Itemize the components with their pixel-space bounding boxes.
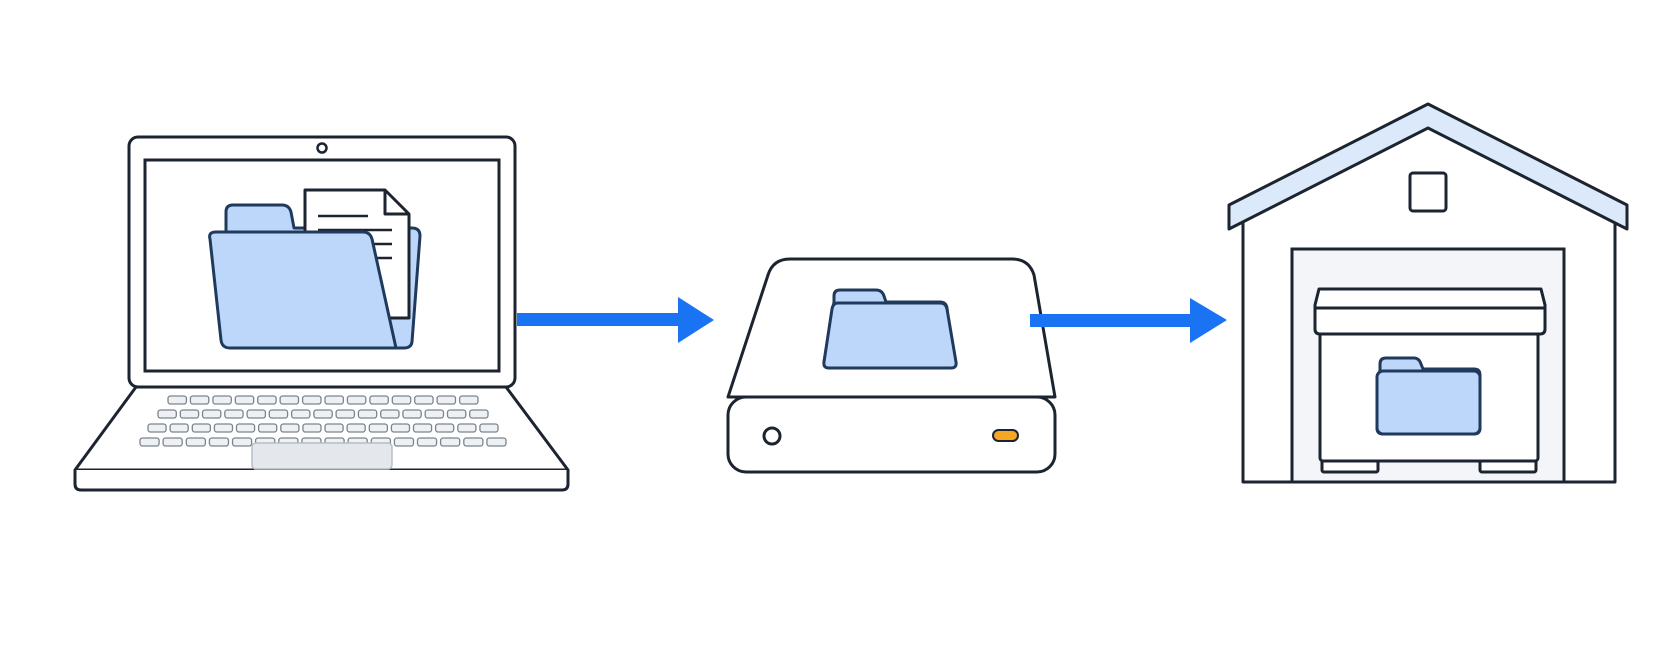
keyboard-key: [486, 437, 507, 447]
keyboard-key: [191, 423, 212, 433]
keyboard-key: [380, 409, 400, 419]
keyboard-key: [390, 423, 411, 433]
keyboard-key: [301, 395, 322, 405]
keyboard-key: [162, 437, 183, 447]
keyboard-key: [346, 423, 366, 433]
keyboard-key: [313, 409, 333, 419]
keyboard-key: [290, 409, 311, 419]
keyboard-key: [457, 423, 477, 433]
keyboard-key: [268, 409, 289, 419]
keyboard-key: [469, 409, 489, 419]
garage-window: [1408, 171, 1448, 213]
keyboard-key: [368, 423, 389, 433]
keyboard-key: [246, 409, 267, 419]
keyboard-key: [479, 423, 499, 433]
drive-status-led: [992, 429, 1019, 442]
keyboard-key: [436, 395, 457, 405]
keyboard-key: [434, 423, 455, 433]
keyboard-key: [279, 395, 300, 405]
keyboard-key: [257, 423, 278, 433]
keyboard-key: [393, 437, 415, 447]
keyboard-key: [208, 437, 230, 447]
keyboard-key: [412, 423, 433, 433]
drive-folder-icon: [822, 288, 958, 370]
keyboard-key: [357, 409, 378, 419]
keyboard-key: [324, 423, 344, 433]
laptop-open-folder-icon: [208, 188, 422, 350]
keyboard-key: [224, 409, 244, 419]
keyboard-key: [231, 437, 253, 447]
keyboard-key: [416, 437, 438, 447]
keyboard-key: [335, 409, 356, 419]
keyboard-key: [212, 395, 232, 405]
arrow-right-icon: [1030, 298, 1227, 343]
laptop-webcam: [316, 142, 328, 154]
keyboard-key: [257, 395, 277, 405]
keyboard-key: [235, 423, 256, 433]
arrow-right-icon: [517, 297, 714, 343]
keyboard-key: [446, 409, 467, 419]
laptop-base-edge: [73, 470, 570, 492]
keyboard-key: [458, 395, 479, 405]
external-drive-icon: [726, 257, 1057, 474]
keyboard-key: [213, 423, 234, 433]
keyboard-key: [302, 423, 322, 433]
keyboard-key: [179, 409, 200, 419]
drive-front-body: [726, 395, 1057, 474]
keyboard-key: [369, 395, 389, 405]
keyboard-key: [439, 437, 461, 447]
keyboard-key: [463, 437, 484, 447]
keyboard-key: [234, 395, 255, 405]
storage-folder-icon: [1375, 356, 1482, 436]
keyboard-key: [324, 395, 345, 405]
keyboard-key: [346, 395, 367, 405]
keyboard-key: [167, 395, 188, 405]
laptop-trackpad: [251, 442, 393, 470]
keyboard-key: [414, 395, 434, 405]
keyboard-key: [157, 409, 177, 419]
keyboard-key: [201, 409, 222, 419]
keyboard-key: [169, 423, 189, 433]
keyboard-key: [189, 395, 210, 405]
storage-box-lid: [1313, 287, 1547, 336]
keyboard-key: [391, 395, 412, 405]
keyboard-key: [139, 437, 160, 447]
storage-box-icon: [1313, 287, 1547, 474]
drive-port: [762, 426, 782, 446]
garage-storage-icon: [1227, 102, 1629, 484]
keyboard-key: [280, 423, 300, 433]
garage-roof: [1227, 102, 1629, 231]
keyboard-key: [147, 423, 167, 433]
laptop-icon: [73, 135, 570, 492]
keyboard-key: [185, 437, 207, 447]
keyboard-key: [402, 409, 422, 419]
keyboard-key: [424, 409, 445, 419]
